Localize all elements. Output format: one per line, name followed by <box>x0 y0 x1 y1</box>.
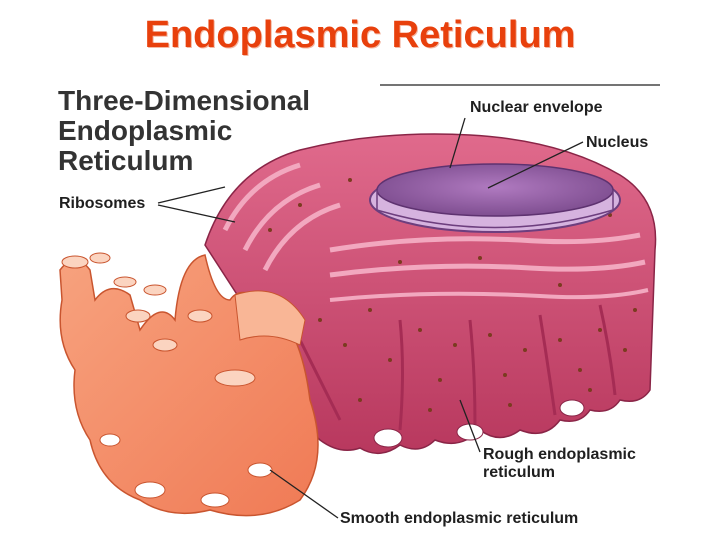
label-rough-er-line-2: reticulum <box>483 464 556 481</box>
nucleus-shape <box>369 163 621 233</box>
smooth-er-body <box>59 252 319 517</box>
label-nucleus: Nucleus <box>586 134 649 151</box>
label-smooth-er: Smooth endoplasmic reticulum <box>340 510 579 527</box>
ribosome-dots <box>268 178 637 412</box>
figure-heading-line-1: Three-Dimensional <box>58 85 311 116</box>
figure-heading-line-3: Reticulum <box>58 145 194 176</box>
label-rough-er-line-1: Rough endoplasmic <box>483 446 636 463</box>
label-rough-er: Rough endoplasmic reticulum <box>483 446 636 482</box>
label-ribosomes: Ribosomes <box>59 195 146 212</box>
figure-heading-line-2: Endoplasmic <box>58 115 233 146</box>
label-nuclear-envelope: Nuclear envelope <box>470 99 603 116</box>
slide-title: Endoplasmic Reticulum <box>144 14 576 56</box>
figure-heading: Three-Dimensional Endoplasmic Reticulum <box>58 86 310 176</box>
leader-lines <box>157 84 660 519</box>
